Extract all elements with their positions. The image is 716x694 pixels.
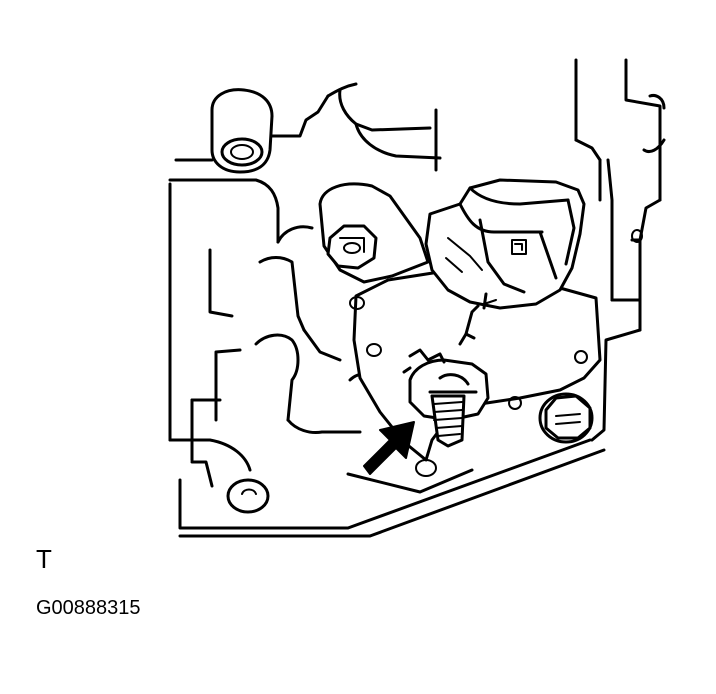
switch-connector bbox=[424, 178, 586, 310]
figure-id: G00888315 bbox=[36, 597, 141, 619]
indicator-arrow bbox=[363, 421, 415, 475]
right-mounting-bolt bbox=[538, 392, 594, 444]
transmission-case bbox=[168, 58, 666, 538]
switch-shaft-nut bbox=[402, 304, 490, 448]
upper-bracket-arm bbox=[318, 182, 430, 284]
view-marker: T bbox=[36, 544, 52, 574]
